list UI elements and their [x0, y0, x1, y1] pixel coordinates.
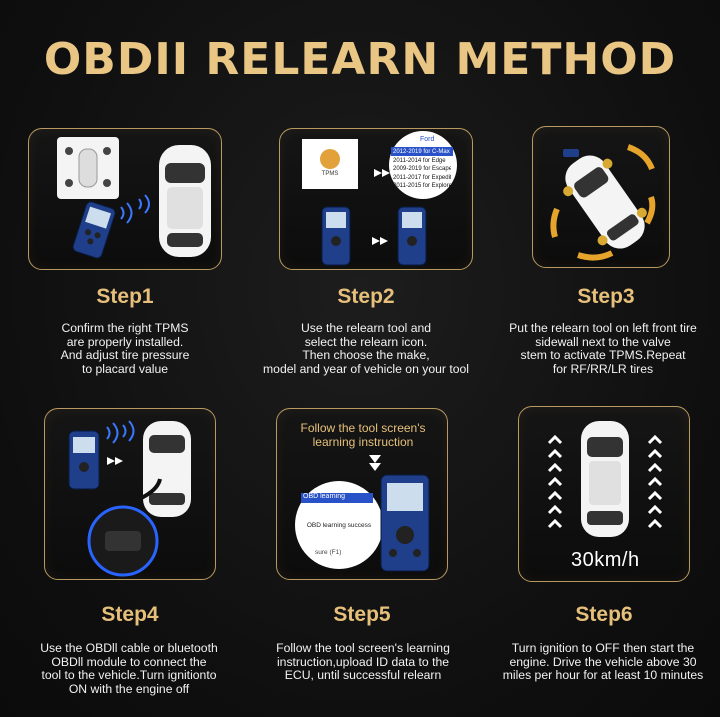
popup-title: OBD learning	[303, 493, 346, 500]
description-line: Use the relearn tool and	[300, 321, 432, 335]
description-line: Put the relearn tool on left front tire	[509, 321, 697, 335]
tpms-tool-icon	[563, 149, 579, 157]
step3-title: Step3	[577, 285, 635, 308]
arrow-down-icon	[369, 455, 381, 471]
step6-description: Turn ignition to OFF then start the engi…	[488, 641, 718, 683]
description-line: instruction,upload ID data to the	[276, 654, 450, 669]
step5-description: Follow the tool screen's learning instru…	[248, 641, 478, 683]
step1-panel	[28, 128, 222, 270]
step4-description: Use the OBDll cable or bluetooth OBDll m…	[14, 641, 244, 696]
page-title: OBDII RELEARN METHOD	[43, 34, 677, 85]
vehicle-list-item: 2011-2014 for Edge	[393, 157, 446, 164]
step2-illustration	[302, 131, 457, 266]
signal-icon	[120, 194, 150, 224]
popup-confirm-button: sure (F1)	[315, 549, 342, 556]
popup-message: OBD learning success	[306, 522, 372, 529]
description-line: miles per hour for at least 10 minutes	[502, 668, 704, 683]
speed-chevrons-right	[647, 434, 663, 529]
step3-description: Put the relearn tool on left front tire …	[488, 321, 718, 376]
description-line: ON with the engine off	[68, 681, 190, 696]
follow-instruction-text: Follow the tool screen's learning instru…	[300, 421, 426, 449]
step1-title: Step1	[96, 285, 154, 308]
description-line: to placard value	[81, 361, 169, 376]
step1-description: Confirm the right TPMS are properly inst…	[10, 321, 240, 376]
description-line: tool to the vehicle.Turn ignitionto	[41, 668, 217, 683]
arrow-icon	[374, 169, 390, 177]
rotation-arrow-icon	[550, 144, 656, 261]
tire-sensor-icons	[65, 147, 111, 187]
signal-icon	[106, 420, 135, 444]
description-line: for RF/RR/LR tires	[552, 361, 654, 376]
arrow-icon	[107, 457, 123, 465]
car-icon	[581, 421, 629, 537]
obd-cable	[83, 478, 162, 508]
tpms-tool-icon	[68, 430, 100, 490]
step4-title: Step4	[101, 603, 159, 626]
vehicle-list-item: 2011-2017 for Expedition	[393, 174, 451, 181]
car-icon	[143, 421, 191, 517]
step6-title: Step6	[575, 603, 633, 626]
speed-label: 30km/h	[571, 549, 640, 571]
tpms-tool-icon	[72, 201, 116, 259]
vehicle-list-item: 2011-2015 for Explorer	[393, 183, 451, 189]
description-line: stem to activate TPMS.Repeat	[520, 348, 686, 363]
arrow-icon-2	[372, 237, 388, 245]
description-line: OBDll module to connect the	[51, 654, 207, 669]
step4-illustration	[68, 420, 191, 577]
step4-panel	[44, 408, 216, 580]
description-line: engine. Drive the vehicle above 30	[509, 654, 697, 669]
step6-panel: 30km/h	[518, 406, 690, 582]
description-line: select the relearn icon.	[304, 334, 428, 349]
step2-description: Use the relearn tool and select the rele…	[250, 321, 482, 376]
tool-icon-right	[397, 206, 427, 266]
description-line: Confirm the right TPMS	[61, 321, 189, 335]
speed-chevrons-left	[547, 434, 563, 529]
step5-illustration	[295, 455, 430, 572]
car-top-view-icon	[563, 155, 647, 249]
tool-icon-left	[321, 206, 351, 266]
step5-title: Step5	[333, 603, 391, 626]
description-line: ECU, until successful relearn	[284, 668, 442, 683]
tpms-icon-label: TPMS	[321, 171, 339, 177]
step3-illustration	[550, 144, 656, 261]
car-icon	[159, 145, 211, 257]
step2-panel: TPMS Ford 2012-2019 for C-Max 2011-2014 …	[279, 128, 473, 270]
vehicle-brand: Ford	[420, 136, 435, 143]
step6-illustration	[547, 421, 663, 537]
description-line: Use the OBDll cable or bluetooth	[40, 641, 218, 655]
step3-panel	[532, 126, 670, 268]
vehicle-list-item: 2009-2019 for Escape	[393, 166, 451, 172]
description-line: Turn ignition to OFF then start the	[511, 641, 695, 655]
description-line: sidewall next to the valve	[535, 334, 671, 349]
tpms-tool-icon	[380, 474, 430, 572]
step1-illustration	[57, 137, 211, 259]
description-line: And adjust tire pressure	[60, 348, 190, 363]
description-line: are properly installed.	[66, 334, 184, 349]
vehicle-list: 2012-2019 for C-Max 2011-2014 for Edge 2…	[393, 148, 451, 191]
description-line: Then choose the make,	[302, 348, 430, 363]
step2-title: Step2	[337, 285, 395, 308]
vehicle-list-item: 2012-2019 for C-Max	[393, 149, 450, 155]
tpms-relearn-icon	[320, 149, 340, 169]
step5-panel: Follow the tool screen's learning instru…	[276, 408, 448, 580]
description-line: model and year of vehicle on your tool	[263, 361, 469, 376]
description-line: Follow the tool screen's learning	[276, 641, 450, 655]
